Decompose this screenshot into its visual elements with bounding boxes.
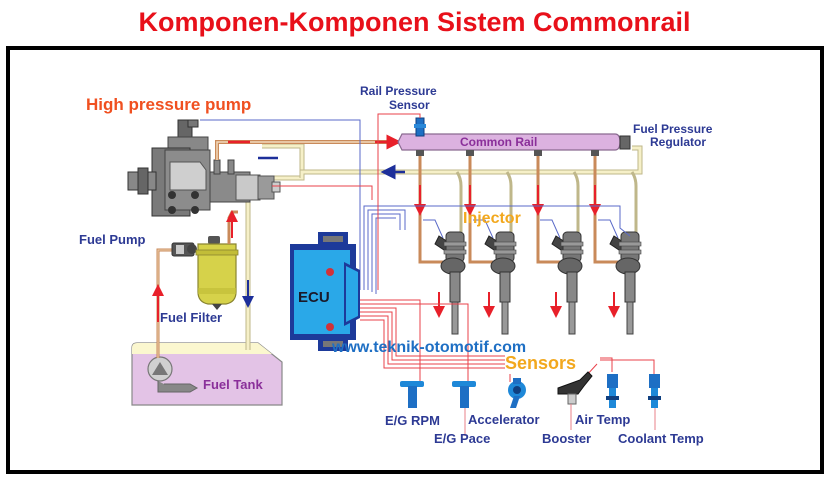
fuel-tank [131,342,283,406]
injector-signal-wire [423,219,444,239]
injector-group [414,150,642,335]
fuel-pump-label: Fuel Pump [79,232,146,247]
sensor-air-temp [606,374,619,408]
high-pressure-pump-label: High pressure pump [86,95,251,114]
sensor-label-booster: Booster [542,431,591,446]
sensor-accelerator [508,378,526,408]
sensor-eg-rpm [400,381,424,408]
fuel-pressure-regulator-icon [619,135,631,150]
injector-signal-wire [540,219,561,239]
rail-fitting [534,150,542,156]
fuel-filter-label: Fuel Filter [160,310,222,325]
injector-2 [464,150,517,335]
ecu-label: ECU [298,289,330,306]
rail-fitting [416,150,424,156]
common-rail [397,133,631,151]
sensor-booster [557,371,593,430]
rail-fitting [591,150,599,156]
sensor-label-eg-pace: E/G Pace [434,431,490,446]
injector-3 [532,150,584,335]
injector-1 [414,150,467,335]
injector-body [445,231,465,263]
page-title: Komponen-Komponen Sistem Commonrail [138,7,691,37]
rail-pressure-sensor-label: Rail Pressure [360,84,437,98]
sensor-label-air-temp: Air Temp [575,412,630,427]
injector-return-pipe [572,171,580,232]
injector-4 [589,150,642,335]
fuel-filter [195,210,239,310]
fuel-pressure-regulator-label-2: Regulator [650,135,706,149]
rail-pressure-sensor-label-2: Sensor [389,98,430,112]
return-line-main [299,145,643,180]
rail-pressure-sensor [414,117,426,137]
sensor-eg-pace [452,381,476,436]
rail-fitting [466,150,474,156]
feed-line [152,248,175,358]
fuel-pump [171,242,197,257]
high-pressure-pump [127,119,281,217]
ecu [290,232,360,351]
injector-label: Injector [463,210,521,227]
sensor-label-coolant-temp: Coolant Temp [618,431,704,446]
injector-return-pipe [455,171,463,232]
injector-body [562,231,582,263]
watermark-text: www.teknik-otomotif.com [331,339,526,356]
fuel-pressure-regulator-label: Fuel Pressure [633,122,713,136]
fuel-tank-label: Fuel Tank [203,377,263,392]
injector-return-pipe [505,171,513,232]
injector-signal-wire [473,219,494,239]
sensor-coolant-temp [648,374,661,430]
injector-body [620,231,640,263]
high-pressure-line [215,134,402,160]
injector-return-pipe [630,171,638,232]
sensors-label: Sensors [505,353,576,373]
sensor-label-accelerator: Accelerator [468,412,540,427]
sensor-label-eg-rpm: E/G RPM [385,413,440,428]
injector-signal-wire [598,219,619,239]
common-rail-label: Common Rail [460,135,537,149]
injector-body [495,231,515,263]
